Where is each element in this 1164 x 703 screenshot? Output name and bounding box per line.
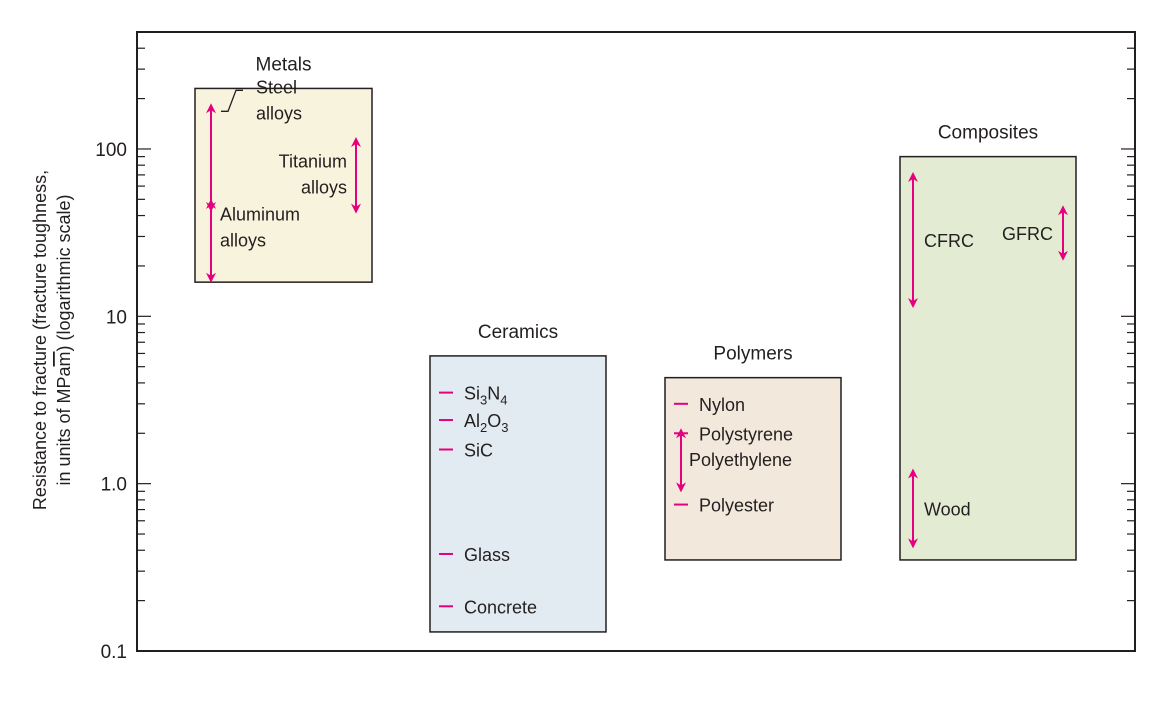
- item-label: CFRC: [924, 231, 974, 251]
- formula-subscript: 4: [500, 393, 507, 408]
- item-label: Concrete: [464, 597, 537, 617]
- group-title: Composites: [938, 123, 1038, 144]
- y-axis-ticks: [137, 31, 1135, 652]
- group-box: [429, 355, 607, 633]
- item-label: Polyester: [699, 496, 774, 516]
- group-box: [664, 376, 842, 561]
- group-title: Polymers: [713, 344, 792, 365]
- y-axis-label-scale: ) (logarithmic scale): [54, 194, 74, 351]
- y-axis-label-units: in units of MPa: [54, 366, 74, 486]
- formula-part: Si: [464, 384, 480, 404]
- formula-subscript: 2: [480, 420, 487, 435]
- group-title: Metals: [256, 54, 312, 75]
- item-label: Al2O3: [464, 411, 509, 435]
- y-tick-label: 1.0: [101, 475, 127, 496]
- group-box: [194, 87, 373, 283]
- connector-line: [221, 89, 243, 112]
- group-metals: MetalsSteelalloysTitaniumalloysAluminuma…: [194, 54, 373, 283]
- formula-subscript: 3: [501, 420, 508, 435]
- item-label: alloys: [220, 231, 266, 251]
- formula-part: N: [487, 384, 500, 404]
- y-tick-label: 100: [95, 140, 127, 161]
- y-axis-label: Resistance to fracture (fracture toughne…: [30, 170, 50, 510]
- material-groups: MetalsSteelalloysTitaniumalloysAluminuma…: [194, 54, 1077, 633]
- item-label: Titanium: [279, 151, 347, 171]
- item-label: Glass: [464, 545, 510, 565]
- y-axis-tick-labels: 0.1 1.0 10 100: [95, 140, 127, 663]
- group-title: Ceramics: [478, 322, 558, 343]
- formula-subscript: 3: [480, 393, 487, 408]
- item-label: SiC: [464, 440, 493, 460]
- item-label: Wood: [924, 499, 971, 519]
- formula-part: O: [487, 411, 501, 431]
- y-tick-label: 0.1: [101, 642, 127, 663]
- item-label: alloys: [256, 103, 302, 123]
- item-label: Polyethylene: [689, 450, 792, 470]
- item-label: Si3N4: [464, 384, 507, 408]
- item-label: Nylon: [699, 395, 745, 415]
- item-label: Steel: [256, 77, 297, 97]
- group-polymers: PolymersNylonPolystyrenePolyethylenePoly…: [664, 344, 842, 561]
- formula-part: Al: [464, 411, 480, 431]
- item-label: GFRC: [1002, 224, 1053, 244]
- y-tick-label: 10: [106, 307, 127, 328]
- item-label: alloys: [301, 177, 347, 197]
- y-axis-label-sqrt: m: [54, 351, 74, 366]
- group-box: [899, 155, 1077, 561]
- item-label: Polystyrene: [699, 424, 793, 444]
- y-axis-label-line2: in units of MPam) (logarithmic scale): [54, 194, 74, 485]
- item-label: Aluminum: [220, 205, 300, 225]
